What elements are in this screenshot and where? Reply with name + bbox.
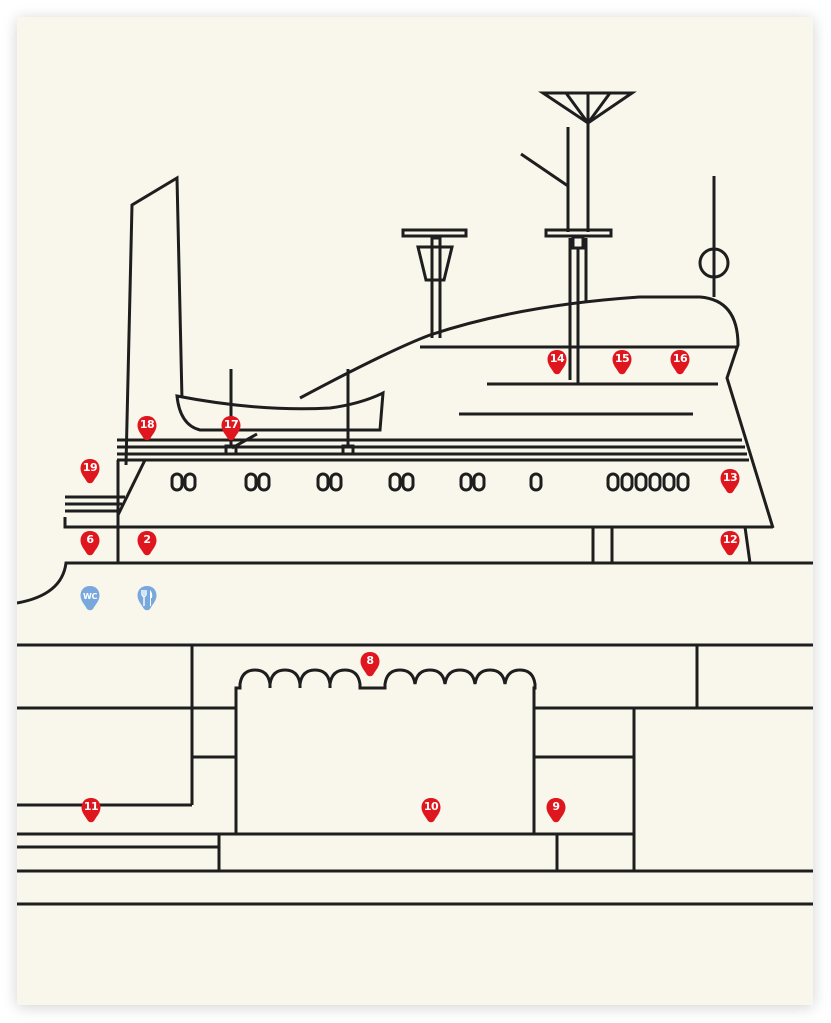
marker-number: 16 xyxy=(672,352,688,365)
porthole xyxy=(459,472,473,492)
marker-number: 2 xyxy=(143,533,151,546)
porthole xyxy=(170,472,184,492)
mast-yard xyxy=(520,152,569,188)
poi-marker-17[interactable]: 17 xyxy=(221,415,241,441)
poi-marker-8[interactable]: 8 xyxy=(360,651,380,677)
porthole xyxy=(183,472,197,492)
poi-marker-9[interactable]: 9 xyxy=(546,797,566,823)
bow-stair xyxy=(116,459,147,516)
fork-knife-icon xyxy=(141,590,153,606)
porthole xyxy=(244,472,258,492)
porthole xyxy=(472,472,486,492)
marker-number: 18 xyxy=(139,418,155,431)
marker-number: 9 xyxy=(552,800,560,813)
lamp-cap xyxy=(430,236,442,249)
marker-number: 13 xyxy=(722,471,738,484)
poi-marker-18[interactable]: 18 xyxy=(137,415,157,441)
cabin-deck xyxy=(116,460,773,529)
funnel xyxy=(124,175,184,466)
porthole xyxy=(620,472,634,492)
marker-number: 8 xyxy=(366,654,374,667)
marker-number: 15 xyxy=(614,352,630,365)
windows xyxy=(170,472,690,492)
porthole xyxy=(648,472,662,492)
poi-marker-19[interactable]: 19 xyxy=(80,458,100,484)
porthole xyxy=(662,472,676,492)
marker-number: 14 xyxy=(549,352,565,365)
poi-marker-16[interactable]: 16 xyxy=(670,349,690,375)
stair-base xyxy=(63,517,118,529)
lamp-housing xyxy=(416,245,454,282)
porthole xyxy=(316,472,330,492)
hull-bow xyxy=(17,561,813,605)
poi-marker-6[interactable]: 6 xyxy=(80,530,100,556)
poi-marker-15[interactable]: 15 xyxy=(612,349,632,375)
porthole xyxy=(388,472,402,492)
marker-number: 19 xyxy=(82,461,98,474)
fork-knife-icon[interactable] xyxy=(137,585,157,611)
superstructure-roof xyxy=(299,295,775,529)
marker-number: 11 xyxy=(83,800,99,813)
porthole xyxy=(257,472,271,492)
toilet-icon[interactable]: WC xyxy=(80,585,100,611)
aft-antenna-ring xyxy=(698,247,730,279)
mast-platform xyxy=(544,228,613,238)
porthole xyxy=(401,472,415,492)
porthole xyxy=(329,472,343,492)
porthole xyxy=(634,472,648,492)
poi-marker-12[interactable]: 12 xyxy=(720,530,740,556)
porthole xyxy=(606,472,620,492)
poi-marker-10[interactable]: 10 xyxy=(421,797,441,823)
poi-marker-13[interactable]: 13 xyxy=(720,468,740,494)
stern-wall xyxy=(743,526,752,564)
lifeboat xyxy=(175,390,385,432)
radar-bar xyxy=(401,228,468,238)
poi-marker-11[interactable]: 11 xyxy=(81,797,101,823)
porthole xyxy=(529,472,543,492)
porthole xyxy=(676,472,690,492)
marker-number: 12 xyxy=(722,533,738,546)
marker-number: 10 xyxy=(423,800,439,813)
poi-marker-2[interactable]: 2 xyxy=(137,530,157,556)
facility-label: WC xyxy=(82,592,98,601)
hall-outline xyxy=(234,668,537,834)
mast-block xyxy=(571,235,585,250)
ship-outline xyxy=(17,91,813,906)
antenna-struts xyxy=(564,92,612,126)
marker-number: 17 xyxy=(223,418,239,431)
marker-number: 6 xyxy=(86,533,94,546)
poi-marker-14[interactable]: 14 xyxy=(547,349,567,375)
